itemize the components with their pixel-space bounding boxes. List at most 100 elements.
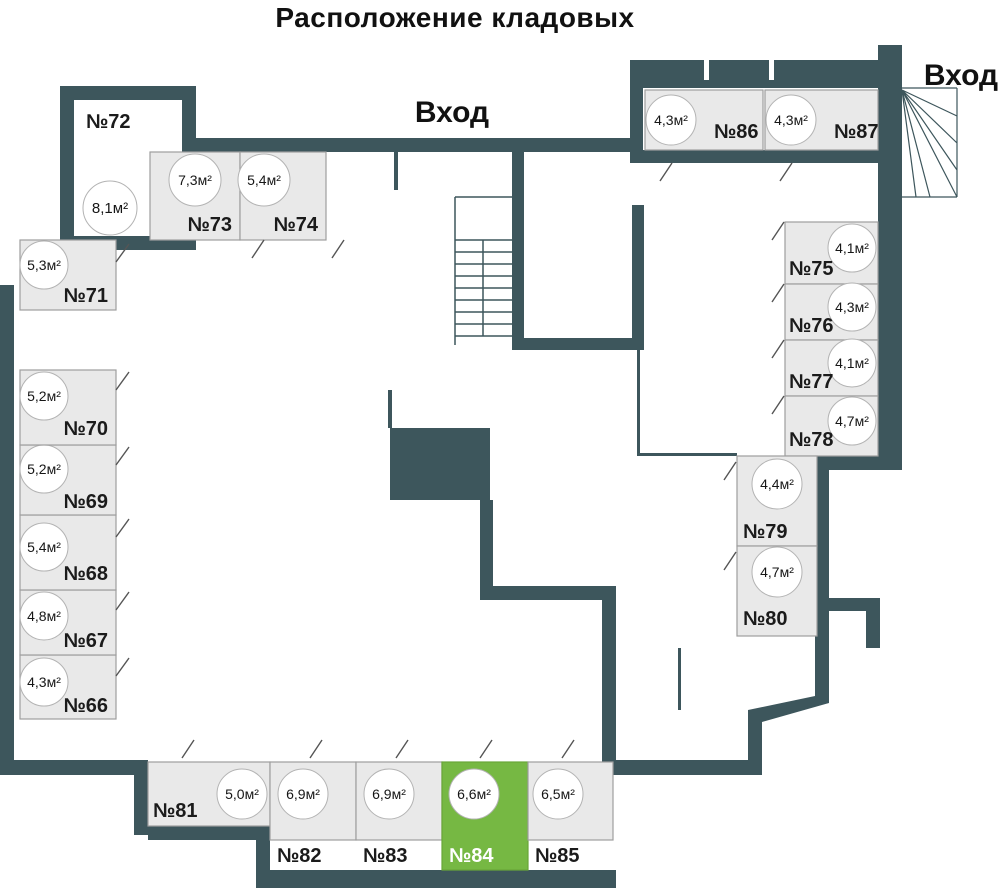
wall-below-stairs <box>512 338 642 350</box>
room-71[interactable]: 5,3м² №71 <box>19 239 117 311</box>
area-label: 4,1м² <box>835 355 869 371</box>
door-tick <box>659 162 673 182</box>
page-title: Расположение кладовых <box>275 2 634 33</box>
door-tick <box>723 461 737 481</box>
area-badge <box>19 240 69 290</box>
wall-top-right-upper <box>643 60 892 88</box>
area-label: 4,3м² <box>835 299 869 315</box>
room-number: №87 <box>834 121 879 143</box>
room-80[interactable]: 4,7м² №80 <box>736 545 818 637</box>
room-number: №81 <box>153 800 198 822</box>
room-79[interactable]: 4,4м² №79 <box>736 455 818 547</box>
area-label: 4,4м² <box>760 476 794 492</box>
room-number: №69 <box>63 491 108 513</box>
area-badge <box>82 180 138 236</box>
entrance-label-main: Вход <box>415 96 489 129</box>
room-66[interactable]: 4,3м² №66 <box>19 654 117 720</box>
room-number: №67 <box>63 630 108 652</box>
partition-corridor-h <box>637 453 737 456</box>
area-badge <box>751 458 803 510</box>
room-85[interactable]: 6,5м² №85 <box>527 761 614 867</box>
wall-right-lower-v <box>815 456 829 703</box>
area-label: 8,1м² <box>92 200 128 217</box>
room-73[interactable]: 7,3м² №73 <box>149 151 241 241</box>
wall-diagonal <box>748 696 829 722</box>
area-label: 4,1м² <box>835 240 869 256</box>
room-70[interactable]: 5,2м² №70 <box>19 369 117 446</box>
area-badge <box>237 153 291 207</box>
room-82[interactable]: 6,9м² №82 <box>269 761 357 867</box>
room-86[interactable]: 4,3м² №86 <box>644 89 764 151</box>
wall-right-small-v <box>866 598 880 648</box>
room-76[interactable]: 4,3м² №76 <box>784 282 879 341</box>
room-number: №85 <box>535 845 580 867</box>
room-81[interactable]: 5,0м² №81 <box>147 761 271 827</box>
room-number: №83 <box>363 845 408 867</box>
area-badge <box>19 371 69 421</box>
wall-top-mid <box>196 138 642 152</box>
room-78[interactable]: 4,7м² №78 <box>784 395 879 457</box>
rooms: 4,3м² №66 4,8м² №67 5,4м² №68 5,2м² №69 … <box>19 89 879 871</box>
door-ticks <box>115 162 793 759</box>
room-number: №70 <box>63 418 108 440</box>
door-tick <box>395 739 409 759</box>
area-badge <box>532 768 584 820</box>
room-number: №71 <box>63 285 108 307</box>
door-tick <box>771 283 785 303</box>
door-tick <box>331 239 345 259</box>
area-badge <box>19 522 69 572</box>
entrance-label-secondary: Вход <box>924 59 998 92</box>
wall-left-outer <box>0 285 14 775</box>
door-tick <box>115 657 130 677</box>
partition-door-jamb <box>394 152 398 190</box>
room-68[interactable]: 5,4м² №68 <box>19 514 117 591</box>
room-number: №75 <box>789 258 834 280</box>
room-83[interactable]: 6,9м² №83 <box>355 761 443 867</box>
area-badge <box>19 591 69 641</box>
door-tick <box>771 339 785 359</box>
room-69[interactable]: 5,2м² №69 <box>19 444 117 516</box>
room-number: №80 <box>743 608 788 630</box>
wall-under-81 <box>148 826 270 840</box>
partition-lower-v <box>678 648 681 710</box>
room-number: №74 <box>273 214 318 236</box>
wall-row-right <box>602 590 616 775</box>
room-75[interactable]: 4,1м² №75 <box>784 221 879 285</box>
wall-right-step <box>815 456 902 470</box>
room-77[interactable]: 4,1м² №77 <box>784 338 879 397</box>
area-badge <box>168 153 222 207</box>
area-badge <box>751 546 803 598</box>
room-number: №68 <box>63 563 108 585</box>
door-tick <box>723 551 737 571</box>
wall-notch <box>769 60 774 80</box>
area-label: 6,5м² <box>541 786 575 802</box>
wall-below-86-87 <box>630 150 890 163</box>
door-tick <box>479 739 493 759</box>
room-67[interactable]: 4,8м² №67 <box>19 589 117 656</box>
door-tick <box>309 739 323 759</box>
staircase-center <box>454 196 512 345</box>
wall-86-left <box>630 60 643 163</box>
area-label: 7,3м² <box>178 172 212 188</box>
door-tick <box>561 739 575 759</box>
door-tick <box>115 518 130 538</box>
room-number: №84 <box>449 845 494 867</box>
stairs-steps <box>454 196 512 345</box>
room-number: №78 <box>789 429 834 451</box>
wall-right-outer <box>878 45 902 462</box>
door-tick <box>251 239 265 259</box>
door-tick <box>115 371 130 391</box>
wall-mid-v <box>480 500 493 600</box>
room-number: №79 <box>743 521 788 543</box>
elevator-shaft <box>390 428 490 500</box>
room-84-selected[interactable]: 6,6м² №84 <box>441 761 529 871</box>
area-label: 4,7м² <box>835 413 869 429</box>
wall-bottom <box>256 870 616 888</box>
room-number: №66 <box>63 695 108 717</box>
area-label: 6,6м² <box>457 786 491 802</box>
room-74[interactable]: 5,4м² №74 <box>237 151 327 241</box>
staircase-entrance-hatch <box>901 87 958 198</box>
wall-bottom-left-step <box>134 775 148 835</box>
room-87[interactable]: 4,3м² №87 <box>764 89 879 151</box>
area-label: 5,4м² <box>27 539 61 555</box>
